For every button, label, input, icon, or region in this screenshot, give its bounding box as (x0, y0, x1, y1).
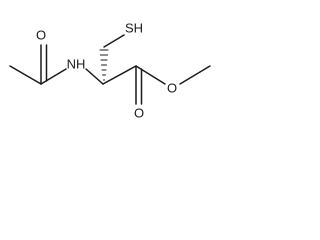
bond-amide-carbon-to-nitrogen (40, 68, 67, 85)
atom-label-amide-nitrogen: NH (67, 56, 86, 71)
bond-methyl-to-amide-carbonyl (9, 65, 42, 85)
bond-alpha-carbon-to-ester-carbon (102, 65, 137, 85)
bond-methylene-to-thiol (103, 34, 125, 48)
bond-ester-oxygen-to-methyl (179, 65, 211, 85)
atom-label-amide-oxygen: O (36, 27, 46, 42)
atom-label-ester-oxygen-single: O (167, 80, 177, 95)
atom-label-ester-oxygen-double: O (134, 105, 144, 120)
atom-label-thiol: SH (125, 20, 143, 35)
bond-nitrogen-to-alpha-carbon (85, 68, 104, 85)
bond-ester-carbon-to-oxygen (135, 65, 166, 85)
stereo-hashed-wedge (99, 49, 109, 81)
chemical-structure-diagram: SH O NH O O (9, 20, 211, 120)
molecule-structure-canvas: SH O NH O O (0, 0, 216, 138)
